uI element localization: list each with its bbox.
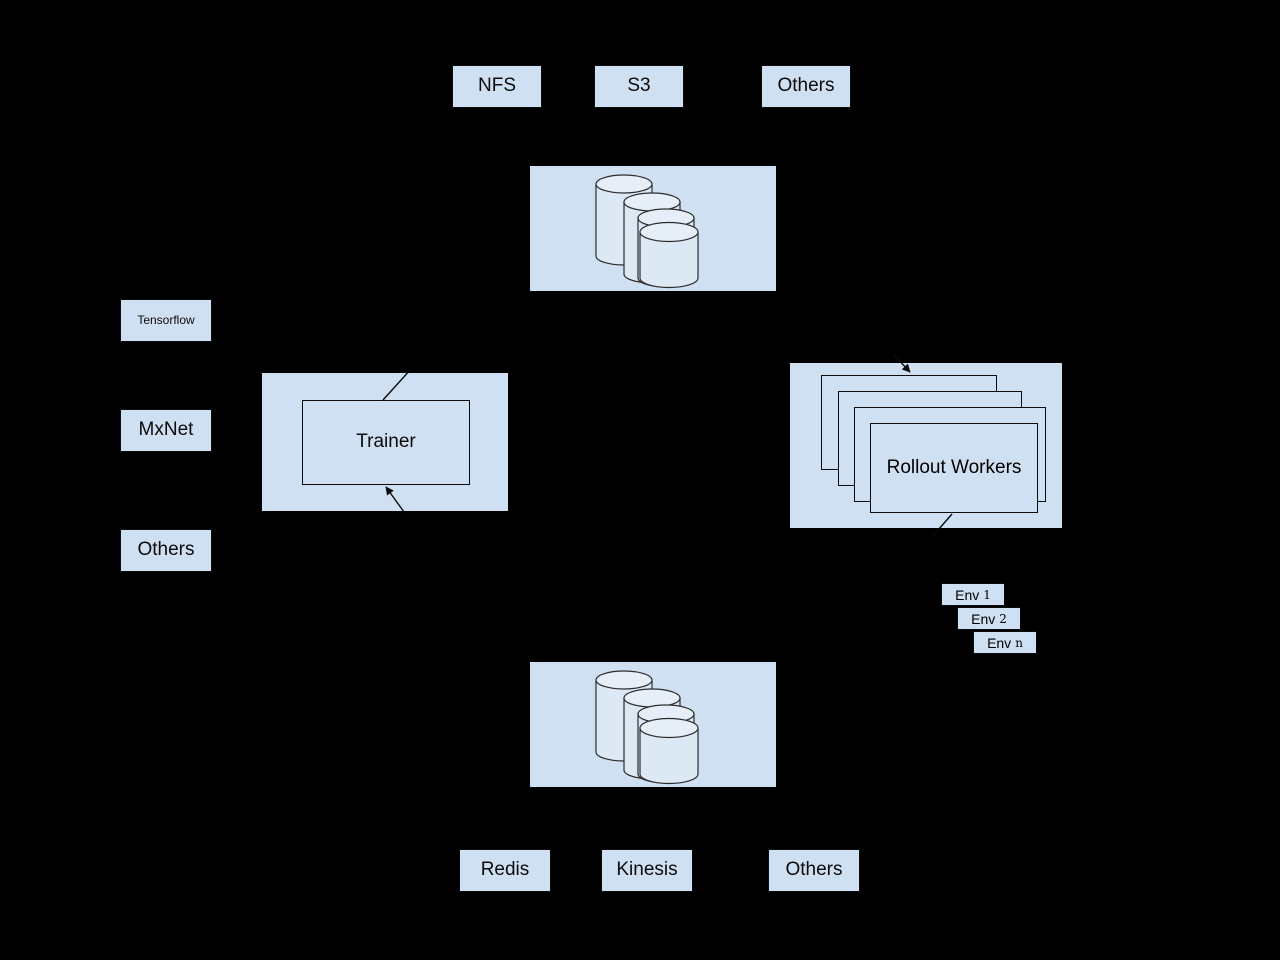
node-kinesis-label: Kinesis <box>616 859 678 881</box>
node-env-n-name: Env <box>987 634 1012 651</box>
node-mxnet-label: MxNet <box>138 419 194 441</box>
node-s3[interactable]: S3 <box>594 65 684 108</box>
node-redis[interactable]: Redis <box>459 849 551 892</box>
node-s3-label: S3 <box>627 75 651 97</box>
node-env-2[interactable]: Env 2 <box>957 607 1021 630</box>
node-queue-others-label: Others <box>785 859 843 881</box>
node-trainer-label: Trainer <box>356 431 416 453</box>
node-queue-others[interactable]: Others <box>768 849 860 892</box>
node-trainer[interactable]: Trainer <box>302 400 470 485</box>
node-env-1[interactable]: Env 1 <box>941 583 1005 606</box>
node-rollout-workers-label: Rollout Workers <box>886 457 1022 478</box>
node-framework-others[interactable]: Others <box>120 529 212 572</box>
node-env-2-name: Env <box>971 610 996 627</box>
node-env-1-name: Env <box>955 586 980 603</box>
datastore-top-cylinders <box>595 174 699 289</box>
node-env-1-index: 1 <box>983 587 991 602</box>
node-storage-others-label: Others <box>777 75 835 97</box>
datastore-bottom-cylinders <box>595 670 699 785</box>
node-redis-label: Redis <box>480 859 530 881</box>
node-kinesis[interactable]: Kinesis <box>601 849 693 892</box>
datastore-bottom-region <box>530 662 776 787</box>
node-tensorflow[interactable]: Tensorflow <box>120 299 212 342</box>
node-nfs-label: NFS <box>478 75 516 97</box>
node-env-n[interactable]: Env n <box>973 631 1037 654</box>
node-storage-others[interactable]: Others <box>761 65 851 108</box>
node-nfs[interactable]: NFS <box>452 65 542 108</box>
node-env-2-index: 2 <box>999 611 1007 626</box>
node-mxnet[interactable]: MxNet <box>120 409 212 452</box>
node-env-n-index: n <box>1015 635 1023 650</box>
datastore-top-region <box>530 166 776 291</box>
node-tensorflow-label: Tensorflow <box>137 312 195 327</box>
node-rollout-workers[interactable]: Rollout Workers <box>870 423 1038 513</box>
node-framework-others-label: Others <box>137 539 195 561</box>
